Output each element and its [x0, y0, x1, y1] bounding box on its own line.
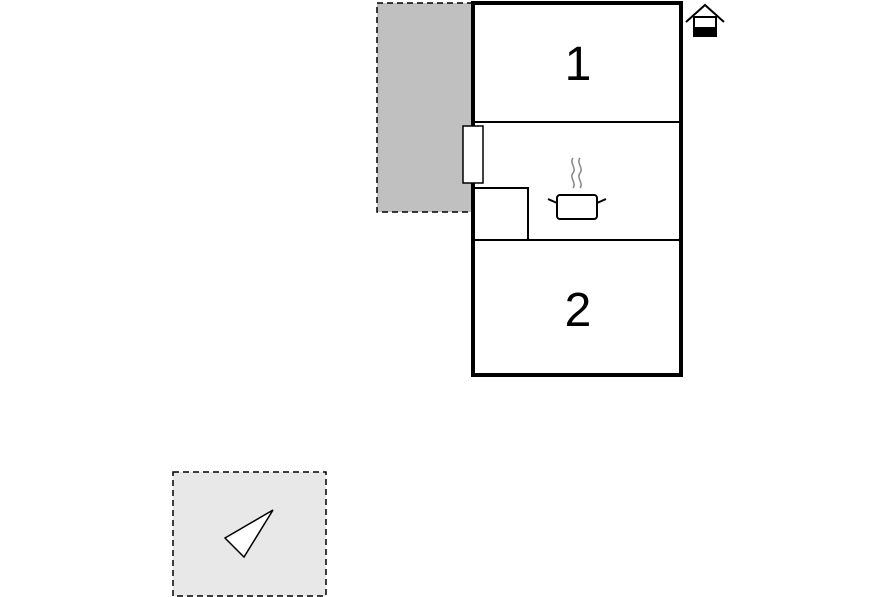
bathroom-box: [473, 187, 529, 240]
room-label-2: 2: [565, 284, 592, 337]
terrace-area: [376, 2, 474, 213]
cooking-pot-icon: [547, 157, 607, 220]
window-icon: [462, 125, 484, 184]
house-entrance-icon: [685, 3, 725, 37]
sun-lounger-icon: [223, 509, 274, 559]
room-label-1: 1: [565, 38, 592, 91]
